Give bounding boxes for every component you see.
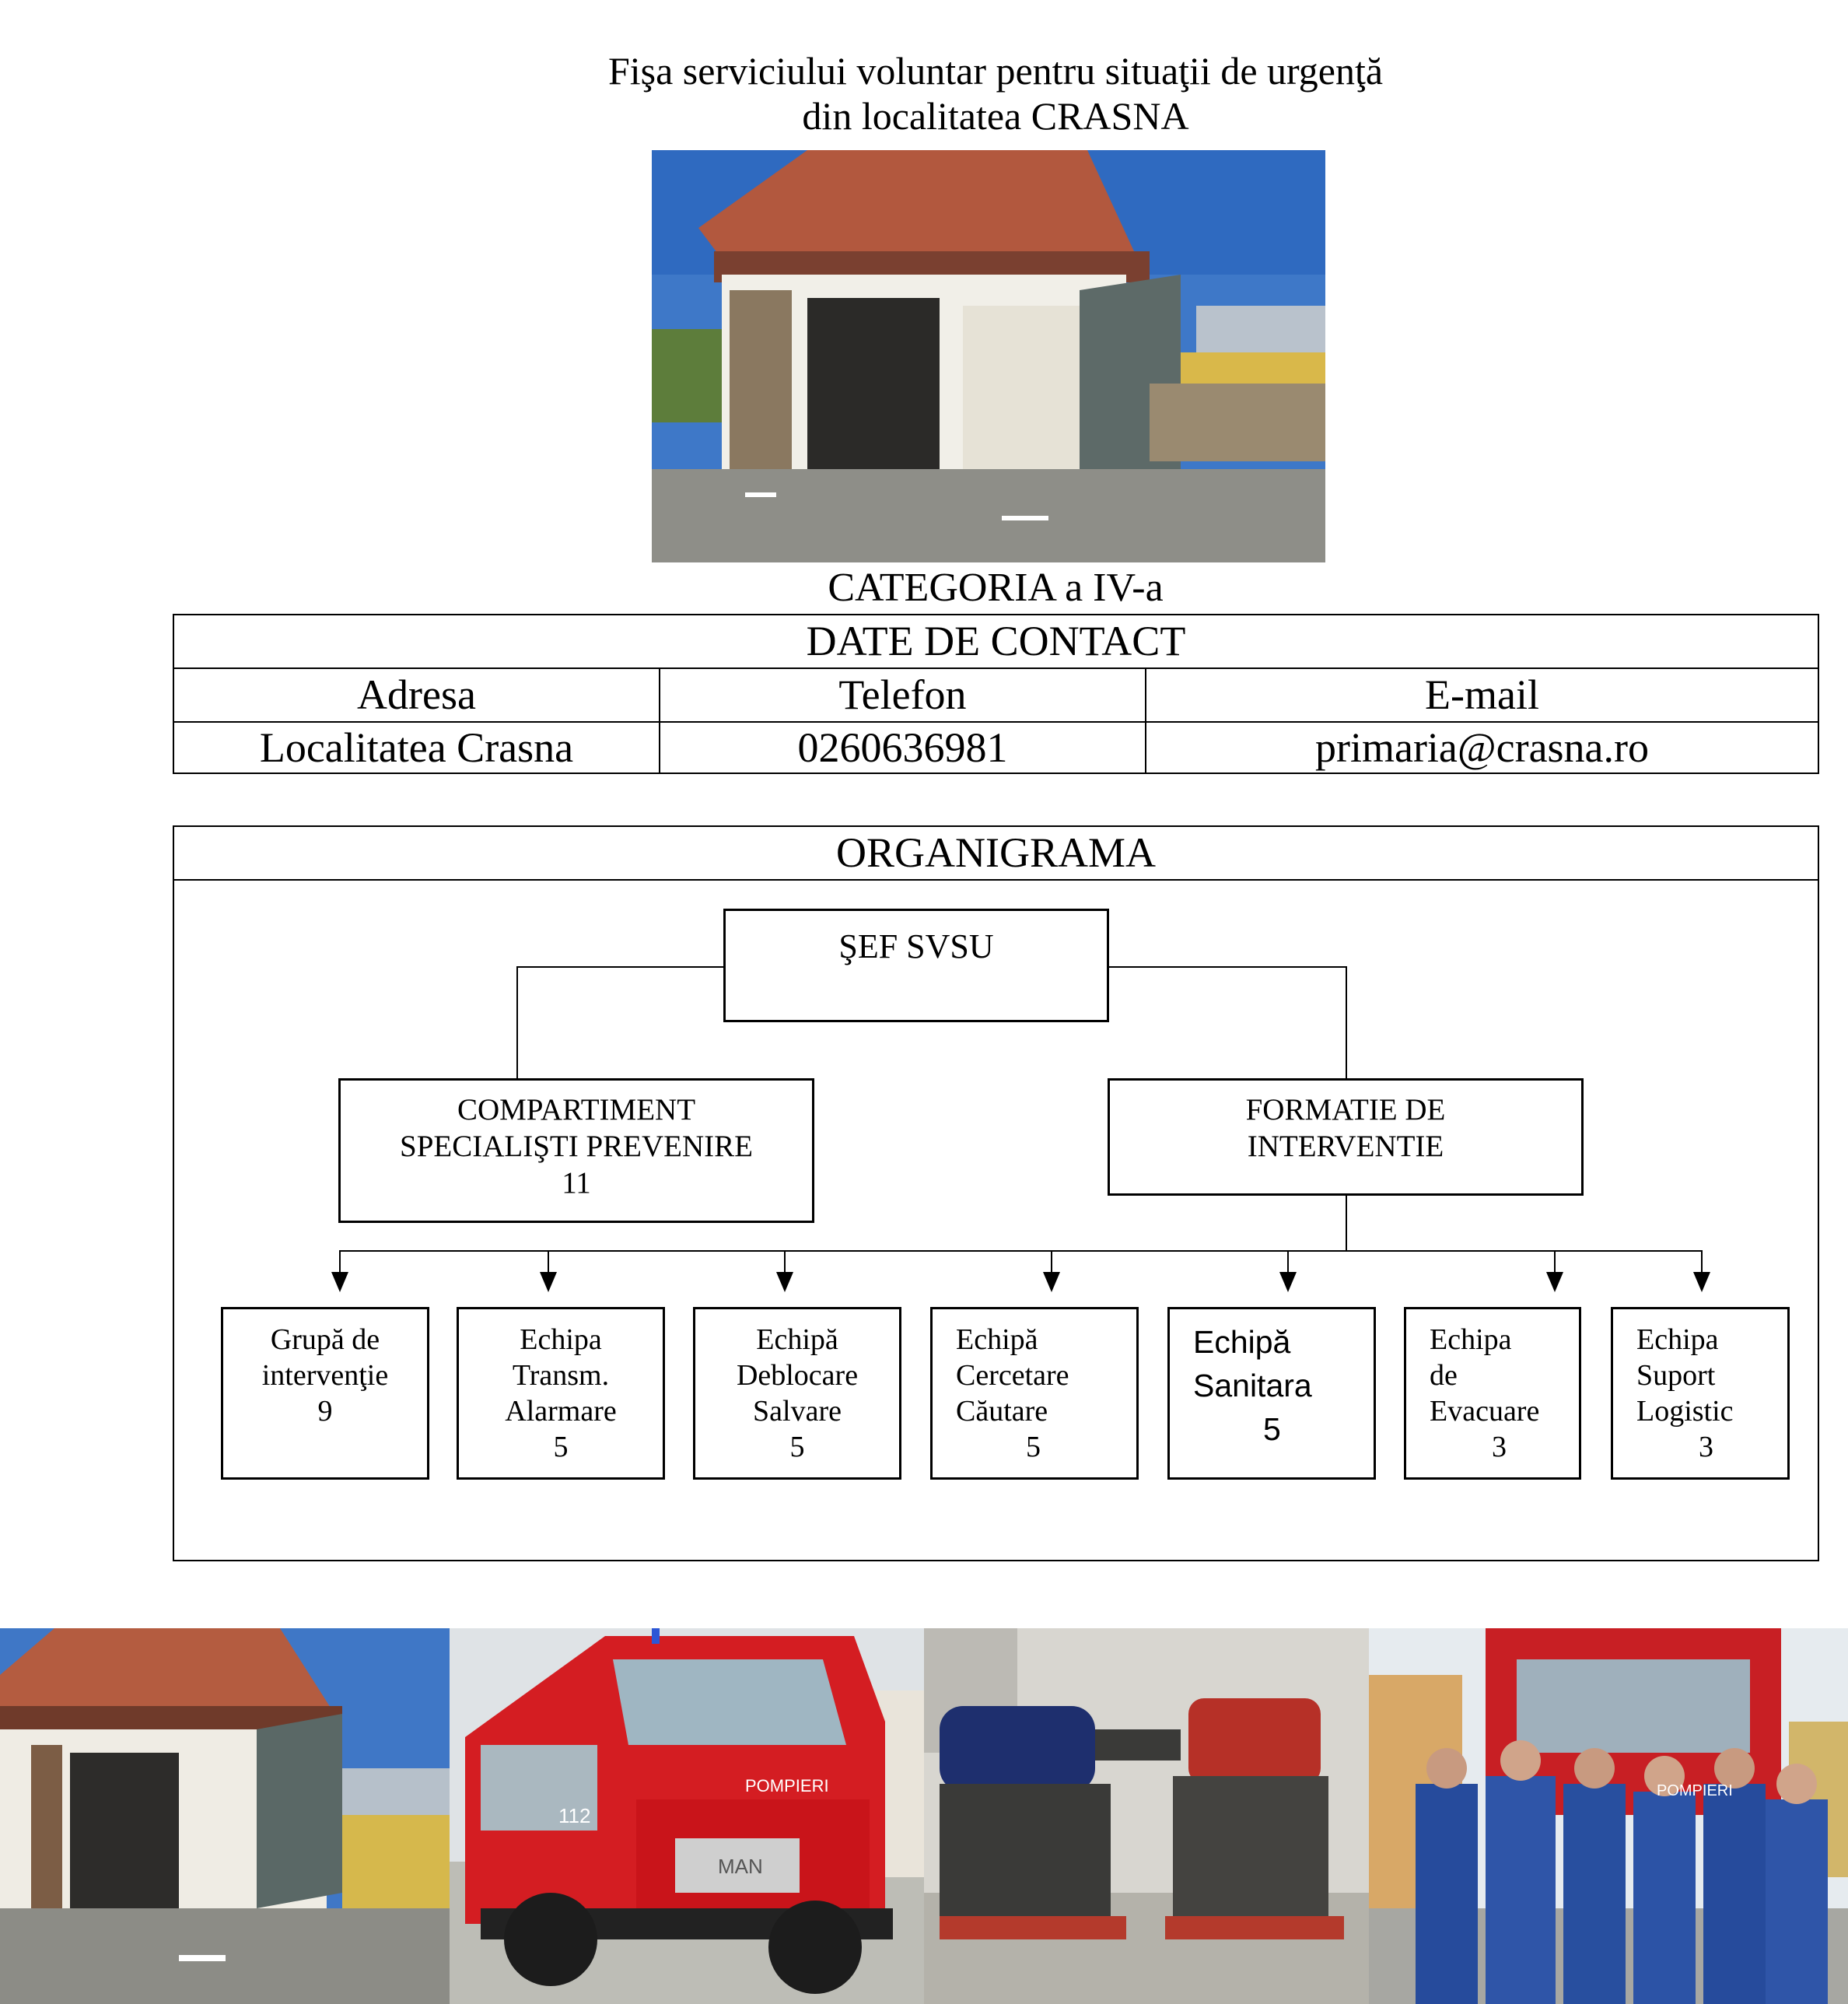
- team-count: 5: [1026, 1431, 1041, 1463]
- arrow-icon: [1043, 1272, 1060, 1292]
- team-truck-text: POMPIERI: [1657, 1782, 1733, 1799]
- team-box-rescue: Echipă Deblocare Salvare 5: [693, 1307, 901, 1480]
- connector: [1108, 966, 1346, 968]
- team-label-line: Echipa: [520, 1323, 602, 1356]
- pump-engines-photo: [924, 1628, 1369, 2004]
- team-label-line: Suport: [1636, 1359, 1716, 1392]
- team-box-search: Echipă Cercetare Căutare 5: [930, 1307, 1139, 1480]
- arrow-icon: [540, 1272, 557, 1292]
- firefighters-team-photo: POMPIERI: [1369, 1628, 1848, 2004]
- team-label-line: Alarmare: [505, 1395, 617, 1428]
- team-label-line: Salvare: [753, 1395, 842, 1428]
- title-line-1: Fişa serviciului voluntar pentru situaţi…: [607, 49, 1384, 93]
- garage-photo-bottom: [0, 1628, 450, 2004]
- connector: [339, 1250, 1701, 1252]
- team-label-line: Cercetare: [956, 1359, 1069, 1392]
- team-label-line: Echipa: [1636, 1323, 1719, 1356]
- fire-truck-photo: POMPIERI 112 MAN: [450, 1628, 924, 2004]
- connector: [1346, 1194, 1347, 1250]
- team-label-line: Echipă: [1193, 1324, 1291, 1360]
- team-count: 5: [553, 1431, 569, 1463]
- contact-table: DATE DE CONTACT Adresa Telefon E-mail Lo…: [173, 614, 1819, 774]
- intervention-line-2: INTERVENTIE: [1247, 1130, 1444, 1163]
- title-line-2: din localitatea CRASNA: [802, 94, 1189, 138]
- compartment-count: 11: [562, 1166, 591, 1200]
- team-box-evacuation: Echipa de Evacuare 3: [1404, 1307, 1581, 1480]
- team-count: 9: [317, 1395, 333, 1428]
- arrow-icon: [776, 1272, 793, 1292]
- document-title: Fişa serviciului voluntar pentru situaţi…: [0, 48, 1848, 138]
- connector: [1346, 966, 1347, 1080]
- org-chart-frame: ORGANIGRAMA: [173, 825, 1819, 1561]
- connector: [516, 966, 725, 968]
- truck-brand-text: MAN: [718, 1855, 763, 1878]
- team-box-intervention-group: Grupă de intervenţie 9: [221, 1307, 429, 1480]
- org-root-box: ŞEF SVSU: [723, 909, 1109, 1022]
- team-label-line: Grupă de: [270, 1323, 380, 1356]
- contact-col-address: Adresa: [357, 671, 476, 718]
- contact-col-phone: Telefon: [838, 671, 967, 718]
- connector: [516, 966, 518, 1080]
- arrow-icon: [331, 1272, 348, 1292]
- org-intervention-box: FORMATIE DE INTERVENTIE: [1108, 1078, 1584, 1196]
- team-label-line: Echipa: [1430, 1323, 1512, 1356]
- garage-photo-top: [652, 150, 1325, 562]
- contact-email[interactable]: primaria@crasna.ro: [1314, 724, 1650, 771]
- team-box-transmission: Echipa Transm. Alarmare 5: [457, 1307, 665, 1480]
- team-label-line: Transm.: [512, 1359, 610, 1392]
- compartment-line-1: COMPARTIMENT: [457, 1093, 696, 1126]
- team-label-line: Logistic: [1636, 1395, 1734, 1428]
- team-box-logistics: Echipa Suport Logistic 3: [1611, 1307, 1790, 1480]
- team-box-medical: Echipă Sanitara 5: [1167, 1307, 1376, 1480]
- team-count: 5: [1263, 1411, 1281, 1447]
- truck-door-text: POMPIERI: [745, 1776, 829, 1796]
- org-heading: ORGANIGRAMA: [835, 829, 1156, 876]
- team-label-line: Evacuare: [1430, 1395, 1540, 1428]
- team-label-line: Deblocare: [736, 1359, 859, 1392]
- org-compartment-box: COMPARTIMENT SPECIALIŞTI PREVENIRE 11: [338, 1078, 814, 1223]
- team-label-line: de: [1430, 1359, 1458, 1392]
- truck-number-text: 112: [558, 1804, 590, 1827]
- category-label: CATEGORIA a IV-a: [828, 566, 1164, 610]
- arrow-icon: [1279, 1272, 1297, 1292]
- compartment-line-2: SPECIALIŞTI PREVENIRE: [400, 1130, 753, 1163]
- team-label-line: Căutare: [956, 1395, 1048, 1428]
- team-count: 5: [789, 1431, 805, 1463]
- team-count: 3: [1699, 1431, 1713, 1463]
- contact-phone: 0260636981: [797, 724, 1008, 771]
- team-label-line: intervenţie: [261, 1359, 389, 1392]
- team-label-line: Echipă: [956, 1323, 1038, 1356]
- team-count: 3: [1492, 1431, 1507, 1463]
- contact-address: Localitatea Crasna: [259, 724, 574, 771]
- team-label-line: Echipă: [756, 1323, 838, 1356]
- intervention-line-1: FORMATIE DE: [1245, 1093, 1446, 1126]
- org-root-label: ŞEF SVSU: [838, 927, 994, 965]
- arrow-icon: [1546, 1272, 1563, 1292]
- arrow-icon: [1693, 1272, 1710, 1292]
- contact-heading: DATE DE CONTACT: [806, 618, 1186, 664]
- team-label-line: Sanitara: [1193, 1368, 1312, 1403]
- contact-col-email: E-mail: [1425, 671, 1539, 718]
